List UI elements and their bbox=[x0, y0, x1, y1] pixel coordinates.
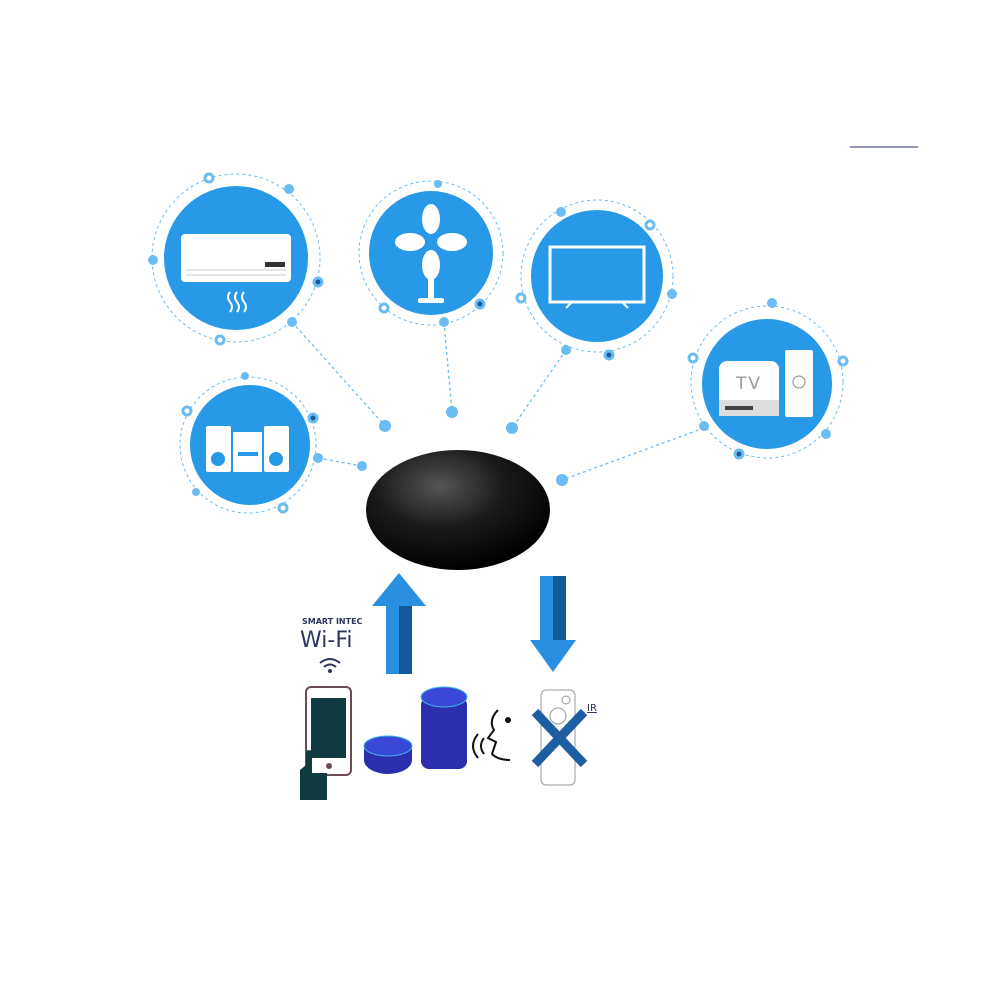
ir-hub-device bbox=[366, 450, 550, 570]
cross-out-icon bbox=[531, 708, 588, 768]
remote-control-icon bbox=[785, 350, 813, 417]
television-icon bbox=[548, 245, 646, 304]
tv-box-label: TV bbox=[736, 374, 763, 394]
wifi-icon bbox=[319, 658, 341, 673]
smartphone-icon bbox=[305, 686, 352, 776]
smart-speaker-small-icon bbox=[363, 735, 413, 774]
smart-speaker-tall-icon bbox=[420, 686, 468, 769]
television-node bbox=[506, 199, 677, 434]
air-conditioner-node bbox=[148, 172, 324, 346]
heat-waves-icon bbox=[227, 291, 247, 313]
hand-pointer-icon bbox=[300, 750, 327, 800]
down-arrow-icon bbox=[530, 576, 576, 672]
connector-lines bbox=[291, 321, 705, 481]
brand-name: SMART INTEC bbox=[302, 617, 363, 626]
up-arrow-icon bbox=[372, 573, 426, 674]
voice-command-icon bbox=[472, 709, 511, 761]
ir-label: IR bbox=[587, 703, 597, 714]
fan-icon bbox=[395, 204, 467, 303]
wifi-label: Wi-Fi bbox=[300, 628, 353, 653]
fan-node bbox=[358, 180, 504, 418]
tv-box-node bbox=[556, 298, 849, 486]
stereo-node bbox=[179, 372, 391, 514]
